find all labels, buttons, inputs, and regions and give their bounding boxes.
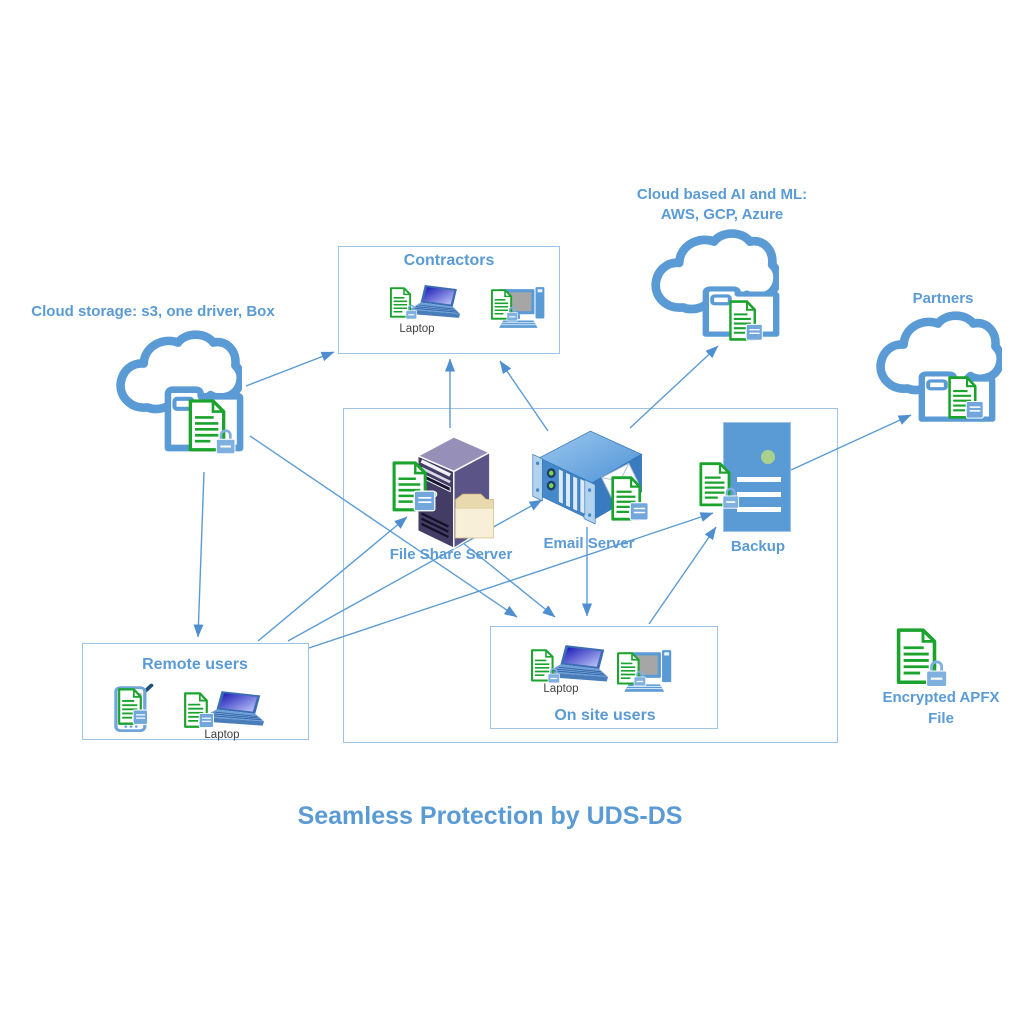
remote-users-tablet-encrypted-file-icon: [117, 688, 149, 726]
contractors-desktop-encrypted-file-icon: [490, 289, 520, 323]
email-server-encrypted-file-icon: [610, 476, 650, 522]
cloud-ai-encrypted-file-icon: [728, 300, 764, 342]
encrypted-apfx-file-icon[interactable]: [895, 628, 951, 690]
apfx-label-line2: File: [928, 710, 954, 727]
file-share-server-label: File Share Server: [389, 546, 513, 563]
cloud-ai-label-line1: Cloud based AI and ML:: [636, 186, 808, 203]
partners-encrypted-file-icon: [947, 376, 985, 420]
cloud-storage-encrypted-file-icon: [187, 399, 239, 457]
file-share-server-encrypted-file-icon: [391, 461, 437, 513]
backup-encrypted-file-icon: [698, 462, 742, 511]
onsite-users-desktop-encrypted-file-icon: [616, 652, 648, 688]
onsite-users-laptop-encrypted-file-icon: [530, 649, 562, 685]
remote-users-laptop-encrypted-file-icon: [183, 692, 215, 729]
contractors-title: Contractors: [403, 252, 495, 269]
partners-label: Partners: [912, 290, 974, 307]
apfx-label-line1: Encrypted APFX: [882, 689, 1000, 706]
contractors-laptop-label: Laptop: [399, 323, 435, 335]
connector-cloud-storage-to-remote-users: [193, 471, 205, 638]
contractors-laptop-encrypted-file-icon: [389, 287, 419, 321]
onsite-users-title: On site users: [554, 707, 656, 724]
backup-label: Backup: [730, 538, 786, 555]
cloud-ai-label-line2: AWS, GCP, Azure: [660, 206, 784, 223]
email-server-label: Email Server: [543, 535, 635, 552]
remote-users-laptop-label: Laptop: [204, 729, 240, 741]
diagram-title: Seamless Protection by UDS-DS: [297, 802, 683, 830]
cloud-storage-label: Cloud storage: s3, one driver, Box: [31, 303, 275, 320]
connector-cloud-storage-to-contractors: [245, 351, 335, 387]
onsite-users-laptop-label: Laptop: [543, 683, 579, 695]
remote-users-title: Remote users: [142, 656, 248, 673]
